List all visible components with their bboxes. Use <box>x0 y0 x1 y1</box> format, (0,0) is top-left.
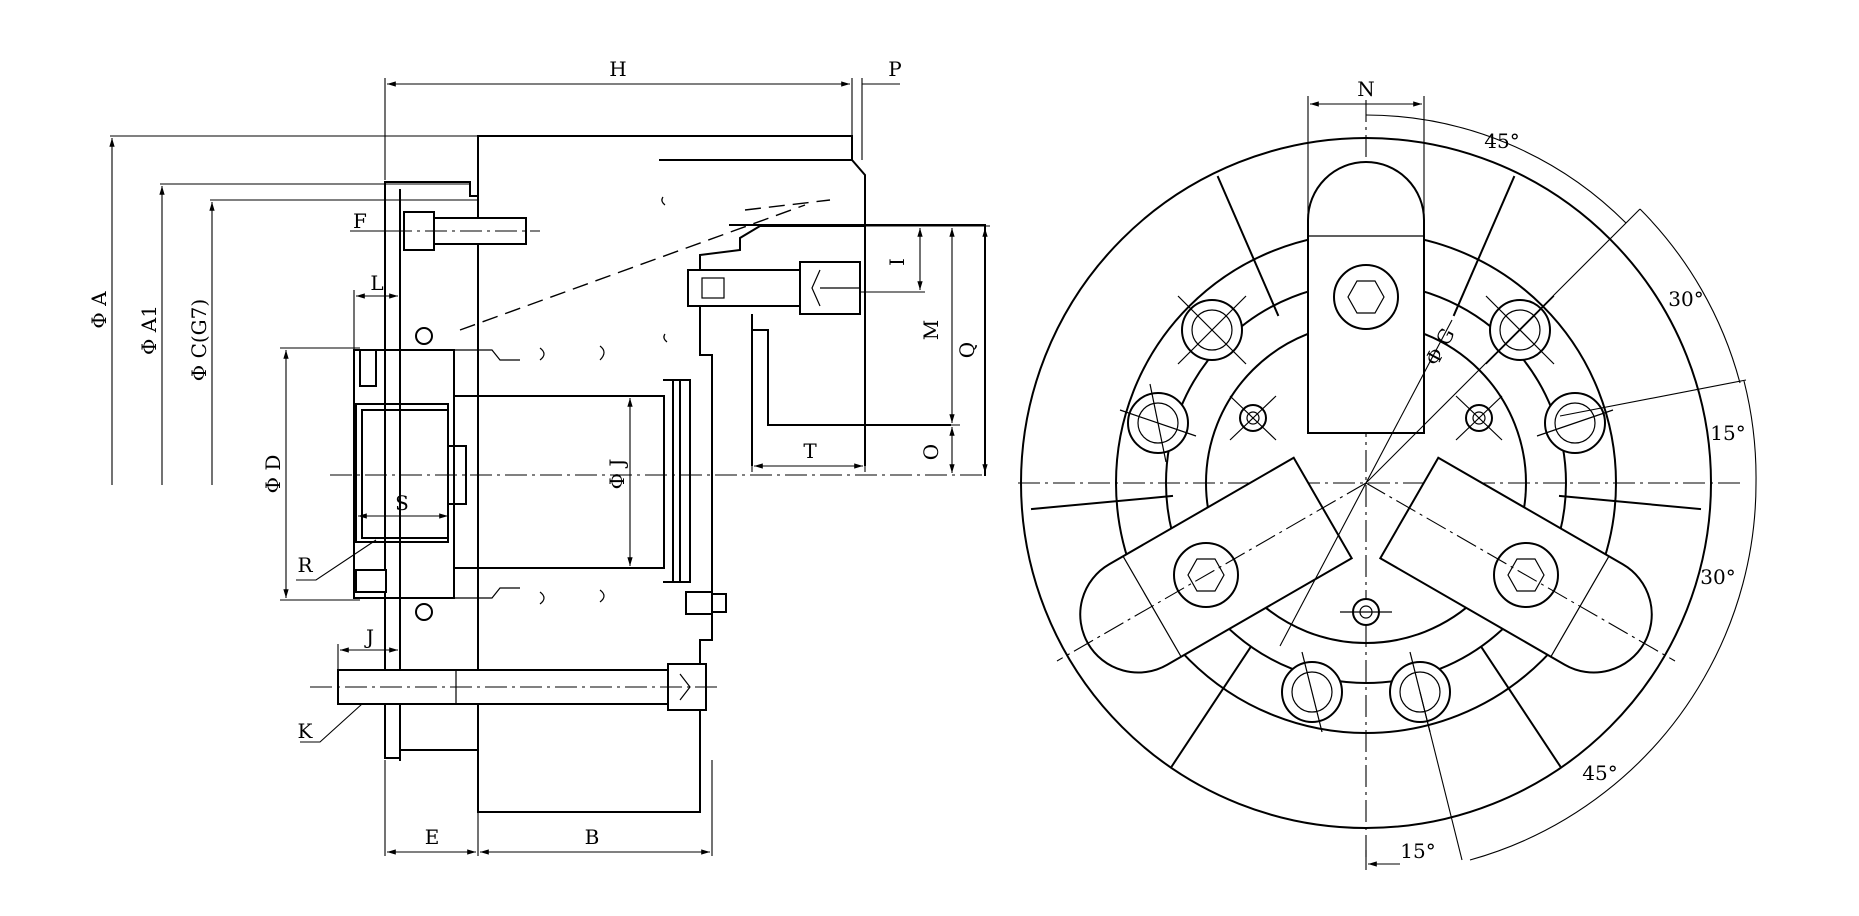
label-N: N <box>1357 77 1375 101</box>
side-view: H P F L I M Q O T S R J K E B Φ A Φ A1 Φ… <box>87 57 990 856</box>
pilot-bore <box>353 349 455 599</box>
jaw-wedge <box>659 159 866 356</box>
label-phiJ: Φ J <box>605 459 629 490</box>
label-phiA1: Φ A1 <box>137 305 161 355</box>
label-Q: Q <box>955 342 979 358</box>
mount-bolt-3 <box>1119 383 1197 463</box>
lower-small-bolt <box>685 591 713 615</box>
label-R: R <box>297 553 313 577</box>
label-phiG: Φ G <box>1420 324 1459 369</box>
label-angle-bottom-15: 15° <box>1400 839 1435 863</box>
label-angle-bottom-45: 45° <box>1582 761 1617 785</box>
chuck-body-outline <box>384 135 853 759</box>
label-P: P <box>888 57 901 81</box>
mount-bolt-4 <box>1536 392 1614 454</box>
jaw-hidden-line <box>459 204 806 331</box>
screw-upper-left <box>359 349 377 387</box>
screw-lower-left <box>355 569 387 593</box>
label-angle-30-b: 30° <box>1700 565 1735 589</box>
angle-arc-30-a <box>1639 208 1741 384</box>
label-K: K <box>298 719 314 743</box>
jaw-bolt-top <box>1333 264 1399 330</box>
label-T: T <box>803 439 817 463</box>
label-B: B <box>585 825 600 849</box>
label-L: L <box>370 271 383 295</box>
label-F: F <box>353 209 367 233</box>
label-S: S <box>395 491 409 515</box>
label-angle-top-45: 45° <box>1484 129 1519 153</box>
mount-bolt-2 <box>1485 295 1555 365</box>
oring-bottom <box>415 603 433 621</box>
hub-screw-1 <box>1229 395 1277 441</box>
mount-bolt-1 <box>1177 295 1247 365</box>
label-phiA: Φ A <box>87 291 111 329</box>
mount-bolt-5 <box>1281 651 1343 733</box>
jaw-bolt-body <box>687 269 801 307</box>
angle-arc-45-top <box>1365 114 1627 224</box>
label-E: E <box>425 825 440 849</box>
label-I: I <box>885 258 909 266</box>
label-M: M <box>919 320 943 340</box>
hub-screw-2 <box>1455 395 1503 441</box>
hub-screw-3 <box>1340 598 1392 626</box>
label-angle-30-a: 30° <box>1668 287 1703 311</box>
angle-arc-30-b <box>1703 482 1757 679</box>
label-angle-15: 15° <box>1710 421 1745 445</box>
chuck-body-bottom <box>384 354 713 813</box>
label-phiC: Φ C(G7) <box>187 299 211 381</box>
outer-circle <box>1020 137 1712 829</box>
label-phiD: Φ D <box>261 455 285 494</box>
angle-arc-15 <box>1743 380 1757 484</box>
front-view: N Φ G 45° 30° 15° 30° 45° 15° <box>1018 77 1757 870</box>
label-H: H <box>609 57 626 81</box>
label-O: O <box>919 444 943 460</box>
oring-top <box>415 327 433 345</box>
angle-arc-45-bottom <box>1469 677 1705 861</box>
label-J-bottom: J <box>364 625 374 649</box>
